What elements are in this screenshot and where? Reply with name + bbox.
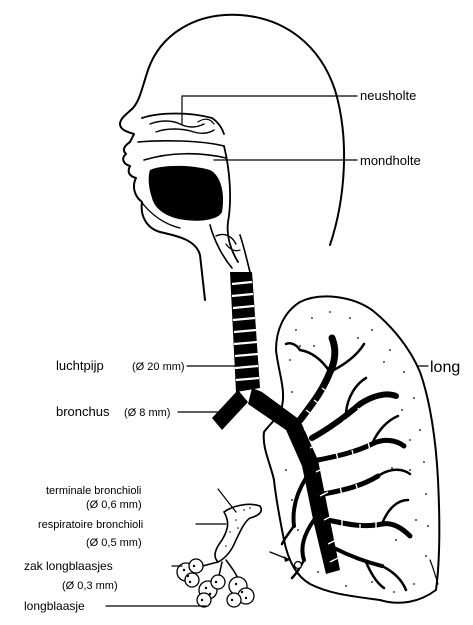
- oral-cavity: [140, 154, 226, 228]
- label-bronchus-size: (Ø 8 mm): [124, 407, 170, 419]
- label-oral-cavity: mondholte: [360, 153, 421, 168]
- nasal-cavity: [138, 114, 224, 147]
- label-lung: long: [430, 359, 460, 376]
- label-alveolus: longblaasje: [24, 599, 85, 613]
- label-terminal-bronchioles-size: (Ø 0,6 mm): [86, 499, 142, 511]
- label-alveolar-sacs: zak longblaasjes: [24, 559, 113, 573]
- label-alveolar-sacs-size: (Ø 0,3 mm): [62, 580, 118, 592]
- label-respiratory-bronchioles-size: (Ø 0,5 mm): [86, 537, 142, 549]
- label-nasal-cavity: neusholte: [360, 88, 416, 103]
- label-trachea: luchtpijp: [56, 358, 104, 373]
- label-bronchus: bronchus: [56, 404, 110, 419]
- label-trachea-size: (Ø 20 mm): [132, 361, 185, 373]
- leader-terminal-bronchioles: [218, 489, 236, 512]
- label-respiratory-bronchioles: respiratoire bronchioli: [38, 519, 143, 531]
- alveoli-detail: [177, 504, 261, 607]
- label-terminal-bronchioles: terminale bronchioli: [46, 485, 141, 497]
- trachea: [230, 272, 260, 392]
